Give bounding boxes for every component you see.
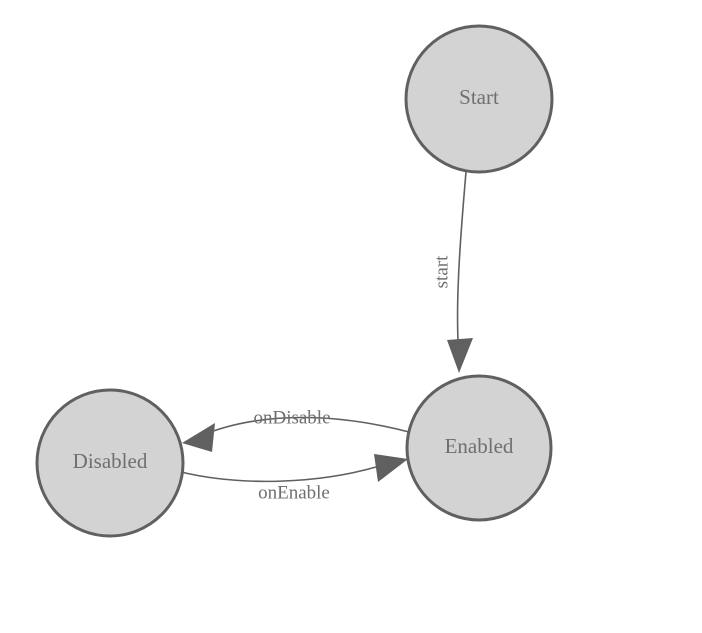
node-disabled[interactable]: Disabled (35, 388, 185, 538)
edge-start-to-enabled-arrowhead (447, 338, 473, 373)
node-start-label: Start (459, 85, 499, 109)
edge-disabled-to-enabled-arrowhead (374, 454, 408, 482)
edge-disabled-to-enabled-path (180, 466, 377, 483)
edge-enabled-to-disabled[interactable]: onDisable (182, 407, 410, 452)
node-enabled-circle[interactable] (405, 374, 553, 522)
edge-label-ondisable: onDisable (253, 407, 330, 428)
edge-start-to-enabled-path (456, 171, 467, 341)
edge-label-onenable: onEnable (258, 482, 330, 503)
edge-enabled-to-disabled-arrowhead (182, 423, 215, 452)
node-start[interactable]: Start (404, 24, 554, 174)
edge-enabled-to-disabled-path (199, 416, 410, 437)
node-disabled-circle[interactable] (35, 388, 185, 538)
node-disabled-label: Disabled (73, 449, 148, 473)
edge-disabled-to-enabled[interactable]: onEnable (180, 454, 408, 503)
edge-start-to-enabled[interactable]: start (431, 171, 473, 373)
node-enabled-label: Enabled (445, 434, 514, 458)
node-enabled[interactable]: Enabled (405, 374, 553, 522)
node-start-circle[interactable] (404, 24, 554, 174)
edge-label-start: start (431, 255, 452, 288)
